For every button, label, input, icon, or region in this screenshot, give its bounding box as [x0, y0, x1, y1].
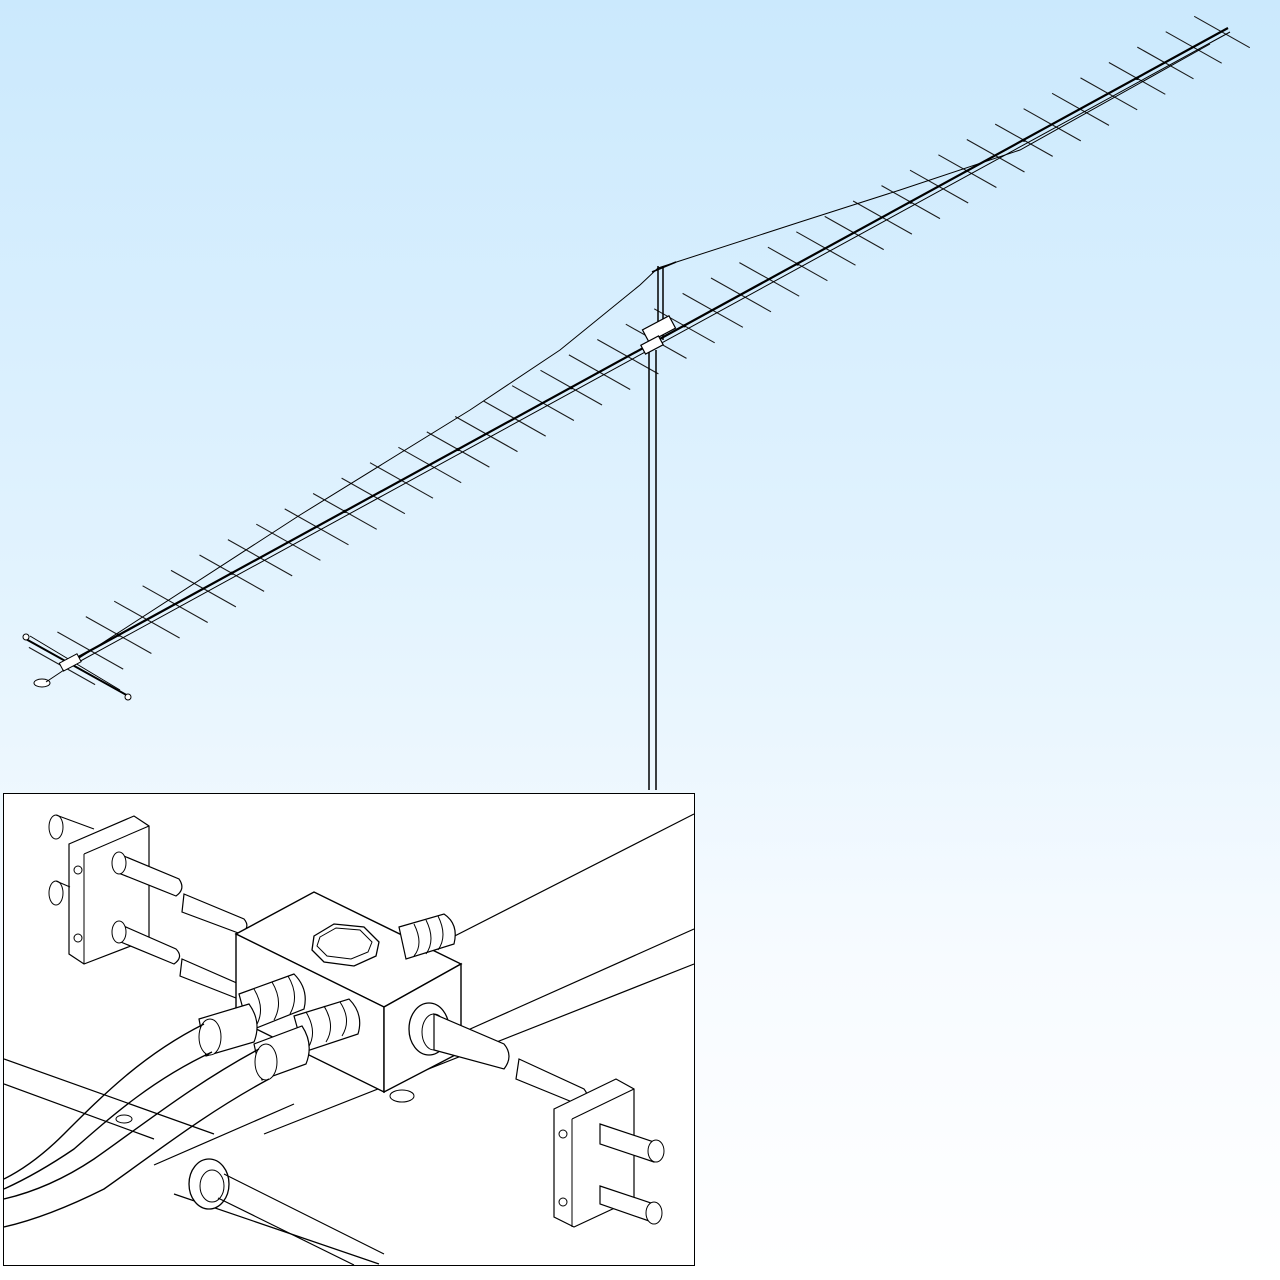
coax-fittings [198, 973, 361, 1081]
rear-coax-connector [398, 913, 456, 960]
driven-element-feed [22, 633, 132, 701]
right-side-connector [408, 1002, 589, 1107]
coax-cables [4, 1023, 270, 1228]
detail-inset [3, 793, 695, 1266]
right-clamp-plate [553, 1078, 665, 1228]
hex-nut [311, 923, 380, 967]
support-mast [640, 314, 677, 790]
boom-support-truss [69, 43, 1211, 665]
boom-grommet [188, 1089, 415, 1265]
left-clamp-plate [48, 814, 150, 965]
left-element-rods [111, 851, 248, 999]
feed-junction-detail-drawing [4, 813, 694, 1265]
